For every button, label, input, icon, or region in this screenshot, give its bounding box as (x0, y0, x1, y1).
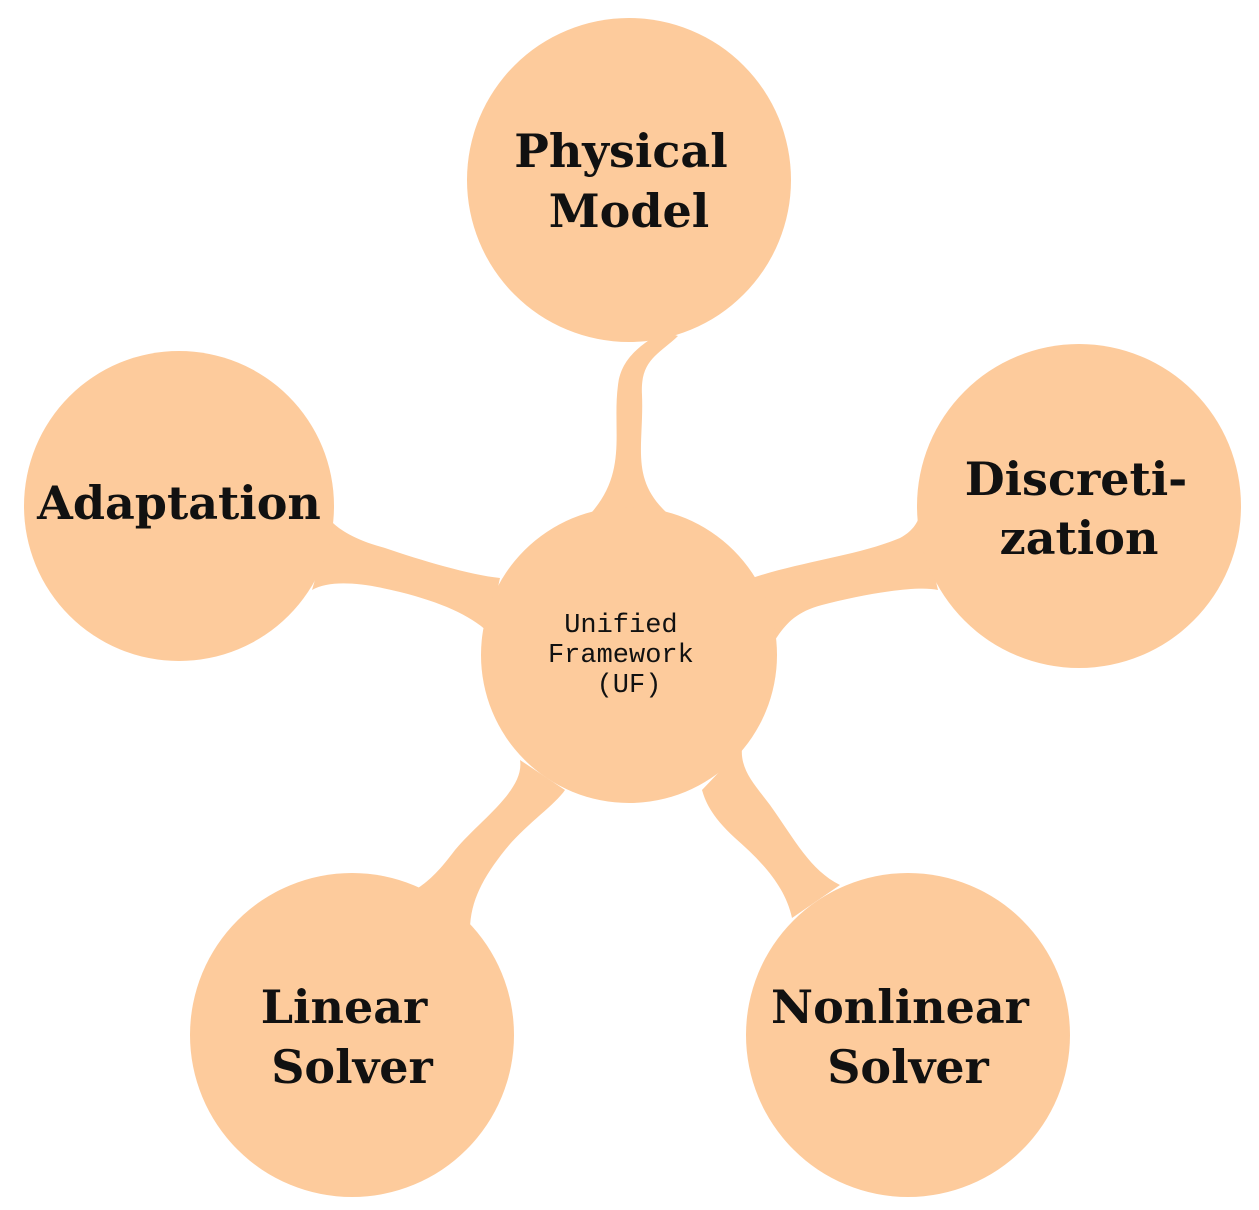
label-physical-model: Physical Model (514, 124, 743, 238)
center-label-line: Framework (548, 641, 694, 671)
label-line: Physical (514, 124, 727, 178)
bubble-nonlinear-solver (746, 873, 1070, 1197)
connector-linear-solver (418, 760, 565, 930)
center-label-line: (UF) (597, 671, 662, 701)
label-line: Model (549, 184, 710, 238)
label-discretization: Discreti- zation (965, 452, 1204, 565)
label-line: Adaptation (36, 476, 321, 530)
label-line: Linear (261, 980, 428, 1034)
bubble-physical-model (467, 18, 791, 342)
label-line: Solver (271, 1040, 433, 1094)
center-label-line: Unified (564, 611, 677, 641)
label-line: Discreti- (965, 452, 1188, 506)
connectors (312, 330, 938, 930)
center-bubble (481, 507, 777, 803)
label-line: zation (1000, 511, 1159, 565)
connector-nonlinear-solver (702, 748, 840, 918)
bubbles (24, 18, 1241, 1197)
connector-adaptation (312, 522, 500, 632)
label-line: Nonlinear (771, 980, 1030, 1034)
labels: Unified Framework (UF) Physical Model Di… (36, 124, 1204, 1094)
label-linear-solver: Linear Solver (261, 980, 444, 1094)
label-line: Solver (827, 1040, 989, 1094)
label-nonlinear-solver: Nonlinear Solver (771, 980, 1045, 1094)
bubble-discretization (917, 344, 1241, 668)
connector-discretization (752, 515, 938, 640)
bubble-linear-solver (190, 873, 514, 1197)
center-label: Unified Framework (UF) (548, 611, 710, 701)
label-adaptation: Adaptation (36, 476, 321, 530)
connector-physical-model (592, 330, 678, 512)
bubble-adaptation (24, 351, 334, 661)
